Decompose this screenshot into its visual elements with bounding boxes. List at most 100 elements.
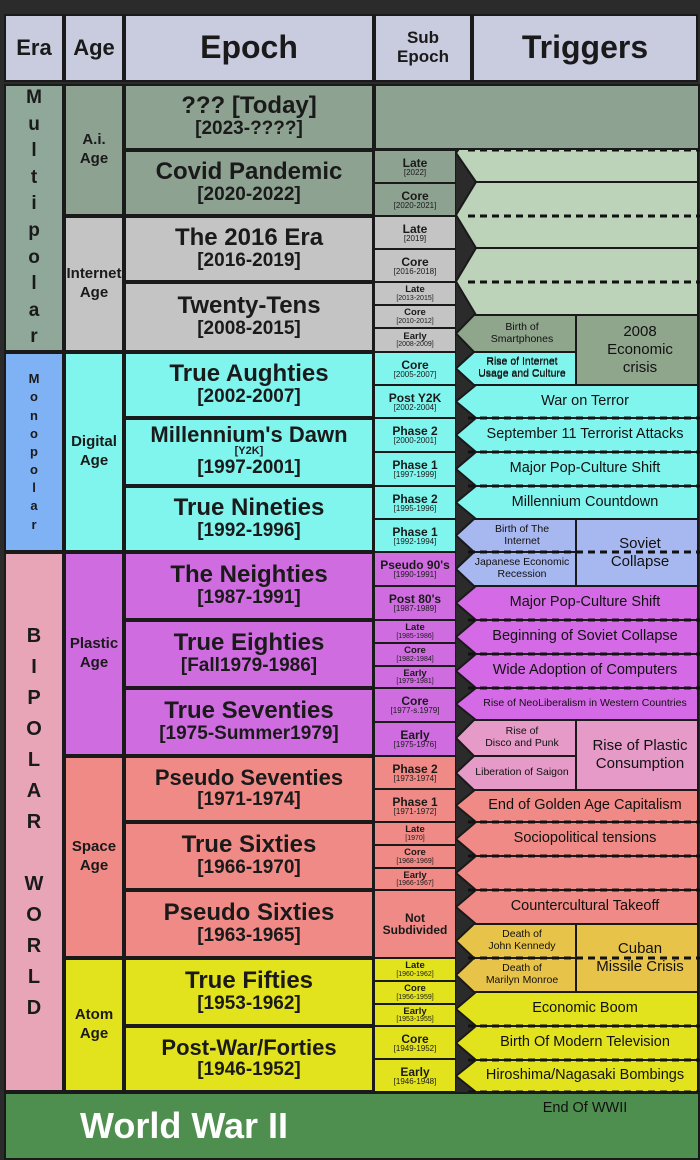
subepoch-cell-22: Late[1970] — [374, 822, 456, 845]
trigger-label-18: Rise of NeoLiberalism in Western Countri… — [475, 688, 695, 720]
trigger-text: Consumption — [595, 755, 685, 772]
trigger-text: Birth of The — [494, 522, 550, 535]
trigger-text: End Of WWII — [542, 1100, 628, 1117]
epoch-cell-0: ??? [Today][2023-????] — [124, 84, 374, 150]
subepoch-years: [1982-1984] — [396, 655, 434, 663]
trigger-label-23: Sociopolitical tensions — [475, 822, 695, 856]
trigger-label-22: End of Golden Age Capitalism — [475, 789, 695, 822]
trigger-text: Japanese Economic — [474, 556, 570, 569]
ww2-bar: World War II — [4, 1092, 700, 1160]
age-txt-line: Age — [79, 284, 109, 301]
epoch-years: [2023-????] — [195, 117, 303, 139]
trigger-label-8: War on Terror — [475, 385, 695, 418]
trigger-text: Collapse — [610, 552, 670, 570]
trigger-text: Soviet — [619, 534, 661, 552]
subepoch-years: [1979-1981] — [396, 678, 434, 686]
epoch-name: The Neighties — [170, 560, 328, 588]
epoch-name: Post-War/Forties — [161, 1034, 337, 1060]
subepoch-label: Post Y2K — [388, 390, 442, 405]
subepoch-years: [1949-1952] — [393, 1043, 437, 1053]
trigger-text: crisis — [622, 359, 658, 376]
subepoch-label: Early — [403, 330, 427, 342]
epoch-name: True Sixties — [181, 830, 317, 858]
trigger-label-15: Major Pop-Culture Shift — [475, 586, 695, 620]
epoch-years: [2016-2019] — [197, 249, 301, 271]
subepoch-cell-8: Post Y2K[2002-2004] — [374, 385, 456, 418]
subepoch-label: Core — [401, 1031, 429, 1046]
age-txt-line: Atom — [74, 1006, 114, 1024]
subepoch-label: Subdivided — [382, 923, 448, 937]
subepoch-cell-2: Late[2019] — [374, 216, 456, 249]
subepoch-label: Post 80's — [388, 592, 442, 606]
subepoch-cell-19: Early[1975-1976] — [374, 722, 456, 756]
epoch-cell-10: Pseudo Seventies[1971-1974] — [124, 756, 374, 822]
subepoch-cell-17: Early[1979-1981] — [374, 666, 456, 688]
trigger-label-9: September 11 Terrorist Attacks — [475, 418, 695, 452]
subepoch-cell-0: Late[2022] — [374, 150, 456, 183]
trigger-label-21: Liberation of Saigon — [467, 756, 577, 790]
subepoch-label: Not — [405, 911, 425, 925]
epoch-cell-3: Twenty-Tens[2008-2015] — [124, 282, 374, 352]
trigger-label-31: Hiroshima/Nagasaki Bombings — [475, 1060, 695, 1092]
epoch-name: Millennium's Dawn — [150, 422, 348, 448]
subepoch-years: [2020-2021] — [393, 200, 437, 210]
subepoch-years: [1990-1991] — [393, 570, 437, 579]
subepoch-cell-26: Late[1960-1962] — [374, 958, 456, 981]
trigger-label-11: Millennium Countdown — [475, 486, 695, 519]
subepoch-label: Phase 2 — [392, 761, 438, 776]
subepoch-label: Core — [404, 983, 426, 995]
subepoch-label: Phase 1 — [392, 794, 438, 809]
trigger-label-30: Birth Of Modern Television — [475, 1026, 695, 1060]
trigger-text: Birth of — [505, 320, 539, 333]
trigger-label-17: Wide Adoption of Computers — [475, 654, 695, 688]
subepoch-years: [2002-2004] — [393, 402, 437, 412]
subepoch-years: [2016-2018] — [393, 266, 437, 276]
subepoch-cell-28: Early[1953-1955] — [374, 1004, 456, 1026]
epoch-years: [1975-Summer1979] — [159, 722, 339, 744]
age-txt-line: Age — [79, 857, 109, 874]
subepoch-years: [2005-2007] — [393, 369, 437, 379]
subepoch-cell-18: Core[1977-s.1979] — [374, 688, 456, 722]
trigger-text: Major Pop-Culture Shift — [509, 594, 661, 611]
subepoch-years: [1970] — [405, 834, 425, 842]
era-letters: M o n o p o l a r — [28, 371, 40, 532]
subepoch-label: Early — [403, 869, 427, 881]
subepoch-years: [1977-s.1979] — [390, 706, 440, 715]
header-epoch: Epoch — [124, 14, 374, 82]
trigger-label-10: Major Pop-Culture Shift — [475, 452, 695, 486]
subepoch-label: Early — [403, 667, 427, 679]
epoch-cell-11: True Sixties[1966-1970] — [124, 822, 374, 890]
age-txt-line: Age — [79, 452, 109, 469]
subepoch-years: [1995-1996] — [393, 503, 437, 513]
epoch-cell-13: True Fifties[1953-1962] — [124, 958, 374, 1026]
epoch-cell-9: True Seventies[1975-Summer1979] — [124, 688, 374, 756]
epoch-years: [1987-1991] — [197, 586, 301, 608]
subepoch-label: Late — [405, 622, 425, 634]
trigger-text: Missile Crisis — [596, 958, 684, 975]
trigger-text: Major Pop-Culture Shift — [509, 460, 661, 477]
epoch-years: [2020-2022] — [197, 183, 301, 205]
epoch-years: [1963-1965] — [197, 924, 301, 946]
subepoch-label: Early — [403, 1005, 427, 1017]
age-cell-0: A.i.Age — [64, 84, 124, 216]
subepoch-label: Early — [400, 1064, 430, 1079]
trigger-text: Death of — [502, 928, 542, 941]
trigger-text: Smartphones — [490, 332, 554, 345]
era-column-0: M u l t i p o l a r — [4, 84, 64, 352]
trigger-text: Hiroshima/Nagasaki Bombings — [485, 1067, 685, 1084]
subepoch-years: [1973-1974] — [393, 773, 437, 783]
subepoch-label: Core — [401, 357, 429, 372]
today-row-band — [374, 84, 700, 150]
subepoch-years: [1968-1969] — [396, 857, 434, 865]
subepoch-years: [1997-1999] — [393, 470, 437, 479]
